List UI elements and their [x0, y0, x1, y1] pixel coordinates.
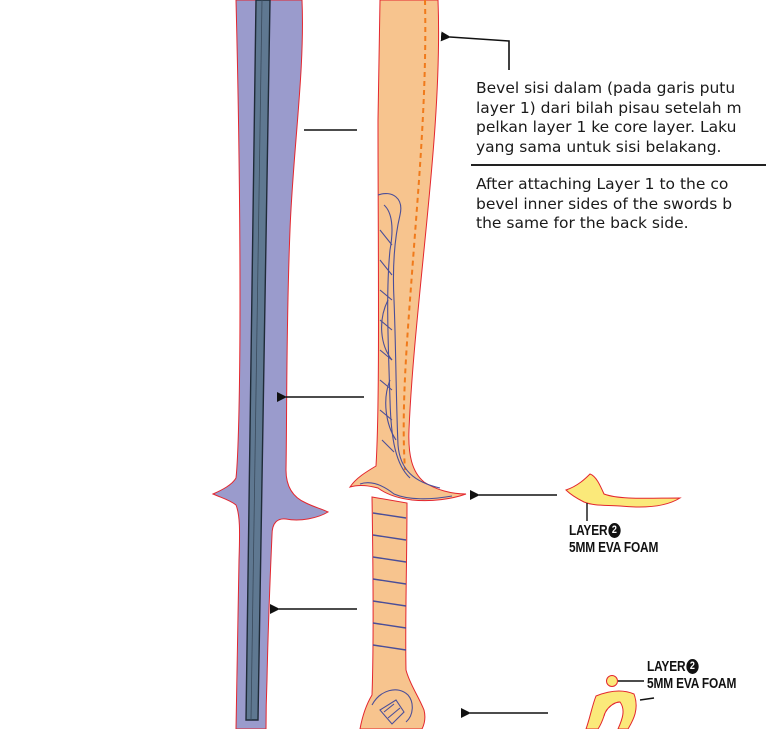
note-en-line-3: the same for the back side. — [476, 214, 689, 232]
layer-label-pommel-material: 5MM EVA FOAM — [647, 676, 737, 692]
note-en-line-1: After attaching Layer 1 to the co — [476, 175, 729, 193]
pommel-ornament — [371, 689, 413, 725]
note-id-line-2: layer 1) dari bilah pisau setelah m — [476, 98, 742, 117]
pommel-label-leader-2 — [639, 697, 655, 701]
core-layer-sword — [211, 0, 330, 729]
layer2-pommel-piece — [585, 690, 637, 729]
pommel-label-dot — [606, 675, 618, 687]
layer-label-pommel-prefix: LAYER — [647, 659, 686, 675]
layer1-handle — [359, 496, 426, 729]
core-layer-blade — [211, 0, 330, 729]
layer1-blade — [348, 0, 467, 502]
layer-number-badge: 2 — [686, 659, 699, 674]
note-indonesian: Bevel sisi dalam (pada garis putu layer … — [476, 79, 766, 157]
bevel-dashed-line — [402, 0, 427, 471]
notes-divider — [471, 164, 766, 166]
blade-ornament — [359, 193, 453, 500]
layer1-sword — [348, 0, 467, 729]
layer-label-guard-material: 5MM EVA FOAM — [569, 540, 659, 556]
handle-grip-lines — [372, 512, 407, 651]
core-rod — [245, 0, 271, 721]
layer-number-badge: 2 — [608, 523, 621, 538]
layer-label-guard-prefix: LAYER — [569, 523, 608, 539]
layer2-guard-piece — [565, 473, 682, 508]
bevel-callout-leader — [440, 31, 510, 70]
note-id-line-4: yang sama untuk sisi belakang. — [476, 137, 722, 156]
note-id-line-1: Bevel sisi dalam (pada garis putu — [476, 79, 736, 97]
note-english: After attaching Layer 1 to the co bevel … — [476, 175, 766, 234]
note-en-line-2: bevel inner sides of the swords b — [476, 194, 733, 213]
note-id-line-3: pelkan layer 1 ke core layer. Laku — [476, 118, 737, 136]
